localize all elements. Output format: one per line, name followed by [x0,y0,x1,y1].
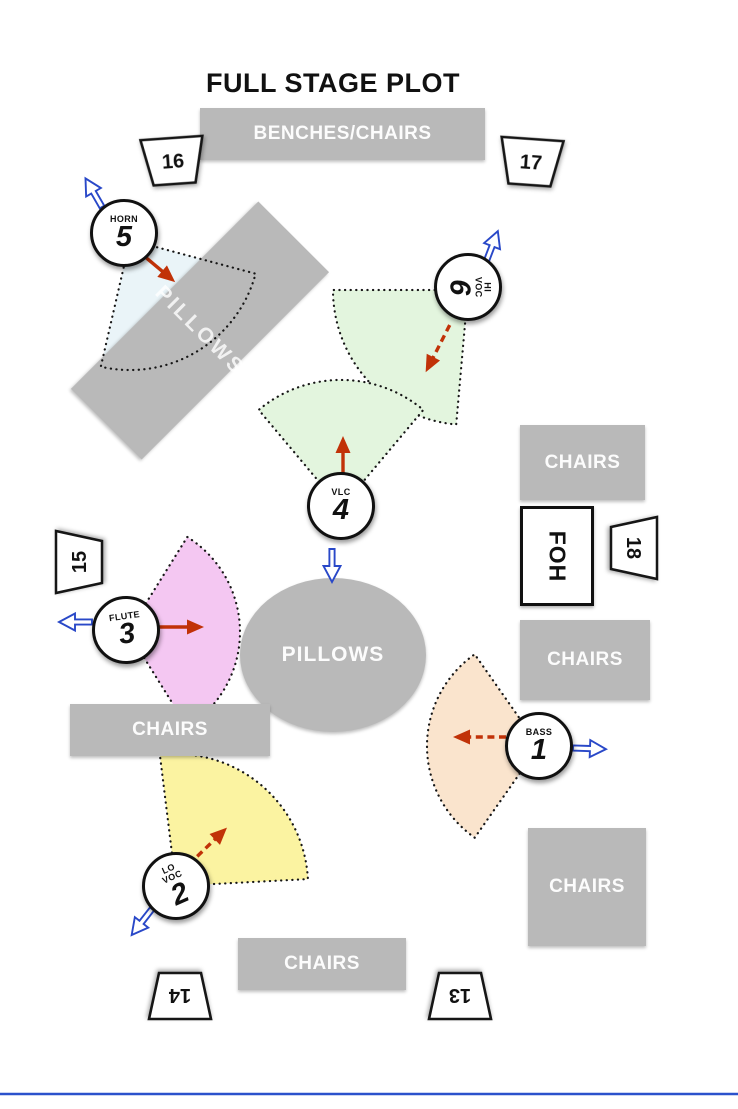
chairs-label: CHAIRS [547,649,623,670]
chairs-label: CHAIRS [132,719,208,740]
coverage-fan-bass [425,653,541,839]
coverage-fan-flute [126,535,242,729]
performer-number: 1 [530,733,548,766]
performer-number: 3 [116,616,137,651]
performer-number: 5 [115,220,133,253]
pillows-rect-label: PILLOWS [150,280,250,380]
page-title: FULL STAGE PLOT [206,68,460,98]
performer-instrument: BASS [525,726,553,737]
performer-number: 2 [165,876,194,912]
performer-content: FLUTE 3 [108,609,144,651]
benches-chairs-block: BENCHES/CHAIRS [200,108,485,160]
foh-booth: FOH [520,506,594,606]
performer-vlc: VLC 4 [307,472,375,540]
chairs-block-right-top: CHAIRS [520,425,645,500]
performer-instrument: HORN [109,213,139,224]
coverage-fan-hi-voc [331,288,470,426]
foh-label: FOH [544,530,571,582]
chairs-label: CHAIRS [544,451,621,473]
chairs-block-left: CHAIRS [70,704,270,756]
chairs-block-right-bottom: CHAIRS [528,828,646,946]
performer-horn: HORN 5 [90,199,158,267]
performer-number: 6 [443,278,476,296]
performer-content: LO VOC 2 [157,861,195,912]
performer-lo-voc: LO VOC 2 [142,852,210,920]
performer-content: HORN 5 [109,213,139,253]
chairs-label: CHAIRS [284,953,360,974]
performer-content: VLC 4 [331,486,351,526]
performer-content: HI VOC 6 [443,277,492,298]
performer-number: 4 [332,493,350,526]
performer-instrument: VLC [331,486,351,497]
chairs-label: CHAIRS [549,876,625,897]
chairs-block-bottom-center: CHAIRS [238,938,406,990]
benches-chairs-label: BENCHES/CHAIRS [253,123,432,144]
performer-hi-voc: HI VOC 6 [434,253,502,321]
pillows-ellipse-label: PILLOWS [281,643,385,666]
performer-content: BASS 1 [525,726,553,766]
chairs-block-right-middle: CHAIRS [520,620,650,700]
performer-bass: BASS 1 [505,712,573,780]
performer-flute: FLUTE 3 [92,596,160,664]
pillows-ellipse-block: PILLOWS [240,578,426,732]
